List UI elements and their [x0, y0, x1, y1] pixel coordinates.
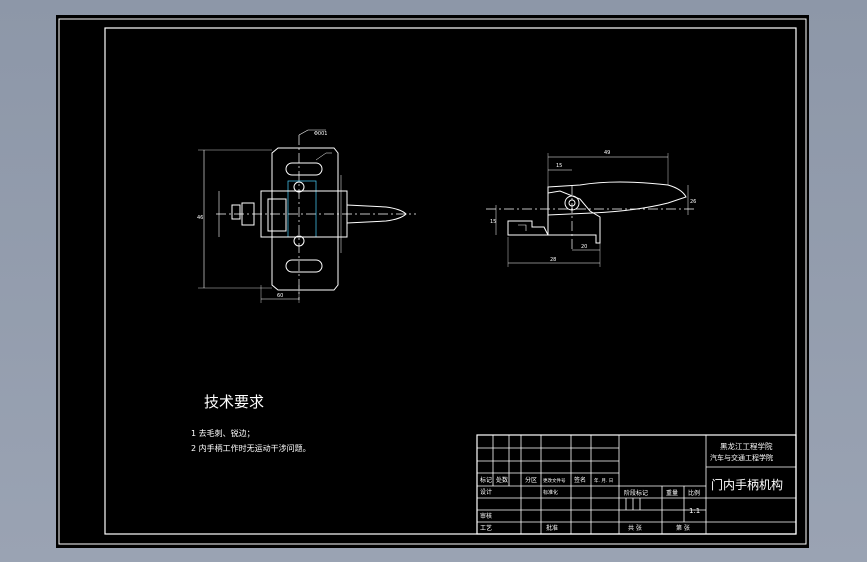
tb-school-line2: 汽车与交通工程学院	[710, 453, 773, 462]
tb-label-scale: 比例	[688, 489, 700, 497]
tech-item-2: 2 内手柄工作时无运动干涉问题。	[191, 443, 311, 453]
dim-side-base-label: 15	[490, 219, 496, 225]
hub-left-tab	[231, 204, 241, 220]
side-view	[486, 153, 696, 267]
inner-frame	[104, 27, 797, 535]
leader-slot	[315, 152, 332, 161]
side-body	[547, 190, 601, 244]
pin-bottom	[293, 235, 305, 247]
dim-top-callout: Φ001	[314, 131, 327, 137]
tb-label-weight: 重量	[666, 489, 678, 497]
tb-label-date: 年. 月. 日	[594, 477, 613, 484]
tech-heading: 技术要求	[204, 393, 264, 411]
tb-label-process: 工艺	[480, 524, 492, 532]
drawing-sheet: Φ001 46 60 49 15 20 15 28 26 技术要求 1 去毛刺、…	[56, 15, 809, 548]
tech-item-1: 1 去毛刺、锐边；	[191, 428, 255, 438]
tb-label-sign: 签名	[574, 476, 586, 484]
tb-label-zone: 分区	[525, 476, 537, 484]
dim-front-height: 46	[197, 215, 203, 221]
outer-frame	[58, 18, 807, 545]
dim-side-height-label: 26	[690, 199, 696, 205]
side-pivot	[564, 195, 580, 211]
tb-label-review: 审核	[480, 512, 492, 520]
tb-label-stage: 阶段标记	[624, 489, 648, 497]
tb-scale-value: 1:1	[689, 507, 700, 515]
side-hook	[507, 220, 549, 236]
front-view	[198, 129, 416, 303]
dim-side-total-label: 49	[604, 150, 610, 156]
tb-label-change-doc: 更改文件号	[543, 477, 566, 484]
base-plate	[271, 147, 339, 291]
dim-front-width: 60	[277, 293, 283, 299]
hub-pin	[241, 202, 255, 226]
pin-top	[293, 181, 305, 193]
dim-side-inner-label: 20	[581, 244, 587, 250]
tb-label-count: 处数	[496, 476, 508, 484]
dim-side-bottom-label: 28	[550, 257, 556, 263]
leader-top	[298, 129, 326, 136]
tb-label-design: 设计	[480, 488, 492, 496]
tb-school-line1: 黑龙江工程学院	[720, 441, 773, 451]
lower-slot	[285, 259, 323, 273]
tb-label-approve: 批准	[546, 524, 558, 532]
tb-label-mark: 标记	[480, 476, 492, 484]
dim-side-offset-label: 15	[556, 163, 562, 169]
tb-label-sheet-no: 第 张	[676, 524, 690, 532]
tb-drawing-name: 门内手柄机构	[711, 477, 783, 492]
inner-body	[287, 180, 317, 238]
cad-drawing: Φ001 46 60 49 15 20 15 28 26 技术要求 1 去毛刺、…	[58, 18, 807, 545]
title-block	[476, 434, 797, 535]
tb-label-standardize: 标准化	[543, 489, 558, 496]
side-pivot-inner	[568, 199, 576, 207]
side-hook-detail	[518, 224, 527, 231]
hub-left-boss	[267, 198, 287, 232]
hub-block	[260, 190, 348, 238]
side-lever	[547, 181, 687, 216]
upper-slot	[285, 162, 323, 176]
tb-label-sheets-total: 共 张	[628, 524, 642, 532]
title-block-frame	[476, 434, 797, 535]
lever-arm	[346, 204, 407, 224]
